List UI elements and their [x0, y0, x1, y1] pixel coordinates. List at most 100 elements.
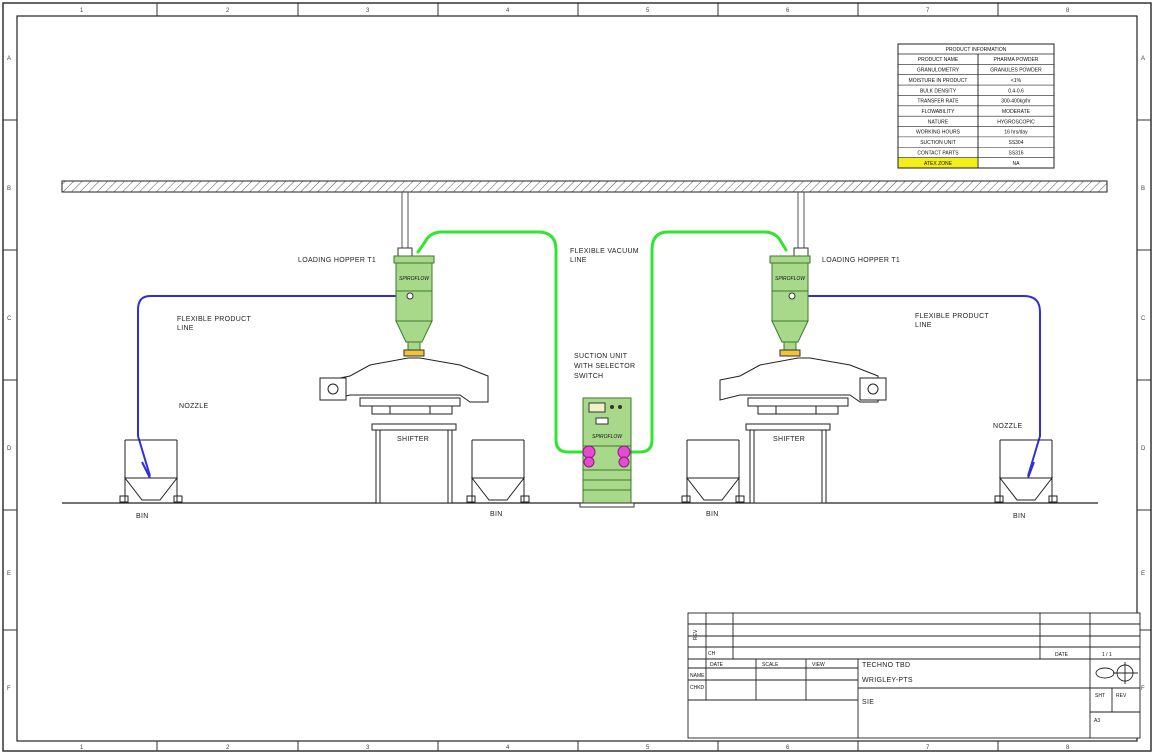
product-table-key: FLOWABILITY: [922, 109, 956, 115]
zone-side-b-right: B: [1141, 186, 1145, 192]
zone-bottom-1: 1: [80, 745, 84, 751]
vacuum-line-label-1: FLEXIBLE VACUUM: [570, 248, 639, 255]
product-table-highlight: [898, 157, 978, 168]
sifter-left-label: SHIFTER: [397, 436, 429, 443]
bin-3: [681, 439, 745, 503]
product-table-border: [897, 43, 1055, 169]
zone-side-f: F: [7, 686, 11, 692]
product-line-left-label-2: LINE: [177, 325, 194, 332]
product-table-value: NA: [1013, 161, 1021, 167]
zone-top-4: 4: [506, 8, 510, 14]
vacuum-lines: [416, 230, 788, 454]
title-no2: REV: [1116, 693, 1127, 699]
title-ch: CH: [708, 651, 716, 657]
zone-side-c: C: [7, 316, 12, 322]
nozzle-tips: [141, 461, 1035, 479]
vacuum-line-left: [416, 230, 588, 454]
selector-valves: [582, 445, 631, 468]
diagram-labels: LOADING HOPPER T1 LOADING HOPPER T1 FLEX…: [136, 248, 1026, 520]
zone-side-d: D: [7, 446, 12, 452]
zone-bottom-3: 3: [366, 745, 370, 751]
zone-top-6: 6: [786, 8, 790, 14]
product-table-value: 16 hrs/day: [1004, 130, 1028, 136]
zone-bottom-4: 4: [506, 745, 510, 751]
zone-side-a-right: A: [1141, 56, 1145, 62]
title-view: VIEW: [812, 662, 825, 668]
product-table-value: HYGROSCOPIC: [997, 119, 1035, 125]
zone-side-d-right: D: [1141, 446, 1146, 452]
zone-top-8: 8: [1066, 8, 1070, 14]
zone-side-a: A: [7, 56, 11, 62]
sifter-left: [319, 357, 489, 504]
product-table-key: ATEX ZONE: [924, 161, 953, 167]
title-r3: CHKD: [690, 685, 705, 691]
product-table-key: CONTACT PARTS: [917, 150, 959, 156]
bin-4: [994, 439, 1058, 503]
ceiling-beam: [61, 180, 1108, 193]
product-table-key: WORKING HOURS: [916, 130, 961, 136]
vacuum-line-label-2: LINE: [570, 257, 587, 264]
zone-top-5: 5: [646, 8, 650, 14]
suction-unit-label-1: SUCTION UNIT: [574, 353, 628, 360]
suction-unit-label-2: WITH SELECTOR: [574, 363, 635, 370]
product-lines: [137, 295, 1041, 477]
title-company: TECHNO TBD: [862, 662, 910, 669]
product-line-left-label-1: FLEXIBLE PRODUCT: [177, 316, 251, 323]
zone-bottom-7: 7: [926, 745, 930, 751]
hopper-left-logo: SPIROFLOW: [399, 276, 430, 282]
product-table-value: 300-400kg/hr: [1001, 99, 1031, 105]
product-table-key: MOISTURE IN PRODUCT: [909, 78, 968, 84]
title-block-text: REV CH DATE SCALE VIEW NAME CHKD TECHNO …: [690, 629, 1127, 724]
nozzle-right-label: NOZZLE: [993, 423, 1022, 430]
zone-bottom-6: 6: [786, 745, 790, 751]
product-line-right-label-1: FLEXIBLE PRODUCT: [915, 313, 989, 320]
zone-top-2: 2: [226, 8, 230, 14]
zone-side-e-right: E: [1141, 571, 1145, 577]
product-table-key: GRANULOMETRY: [917, 68, 960, 74]
suction-unit-label-3: SWITCH: [574, 373, 603, 380]
loading-hopper-right: SPIROFLOW: [769, 192, 811, 357]
product-table-value: MODERATE: [1002, 109, 1031, 115]
title-rev-label: REV: [693, 629, 699, 640]
zone-top-1: 1: [80, 8, 84, 14]
vacuum-line-right: [622, 230, 788, 454]
bin-2: [466, 439, 530, 503]
hopper-left-label: LOADING HOPPER T1: [298, 257, 376, 264]
product-table-key: SUCTION UNIT: [920, 140, 956, 146]
sifter-right-label: SHIFTER: [773, 436, 805, 443]
product-table-value: SS316: [1008, 150, 1023, 156]
zone-side-b: B: [7, 186, 11, 192]
bin-3-label: BIN: [706, 511, 719, 518]
title-scale: SCALE: [762, 662, 779, 668]
zone-top-3: 3: [366, 8, 370, 14]
zone-labels: 1 2 3 4 5 6 7 8 1 2 3 4 5 6 7 8 A B C D …: [7, 8, 1146, 751]
product-table-value: <1%: [1011, 78, 1022, 84]
bin-2-label: BIN: [490, 511, 503, 518]
zone-bottom-8: 8: [1066, 745, 1070, 751]
product-table-value: SS304: [1008, 140, 1023, 146]
bin-1-label: BIN: [136, 513, 149, 520]
zone-bottom-5: 5: [646, 745, 650, 751]
zone-side-e: E: [7, 571, 11, 577]
suction-unit-logo: SPIROFLOW: [592, 434, 623, 440]
product-line-left: [137, 295, 408, 477]
product-line-right-label-2: LINE: [915, 322, 932, 329]
bin-1: [119, 439, 183, 503]
product-table-value: 0.4-0.6: [1008, 88, 1024, 94]
loading-hopper-left: SPIROFLOW: [393, 192, 435, 357]
sifter-right: [719, 357, 887, 504]
bin-4-label: BIN: [1013, 513, 1026, 520]
title-block: [687, 612, 1141, 739]
product-line-right: [790, 295, 1041, 477]
nozzle-left-label: NOZZLE: [179, 403, 208, 410]
product-table-value: PHARMA POWDER: [993, 57, 1038, 63]
product-table-key: TRANSFER RATE: [917, 99, 959, 105]
title-no1: SHT: [1095, 693, 1105, 699]
title-date: DATE: [1055, 652, 1069, 658]
title-sheet: 1 / 1: [1102, 652, 1112, 658]
zone-top-7: 7: [926, 8, 930, 14]
